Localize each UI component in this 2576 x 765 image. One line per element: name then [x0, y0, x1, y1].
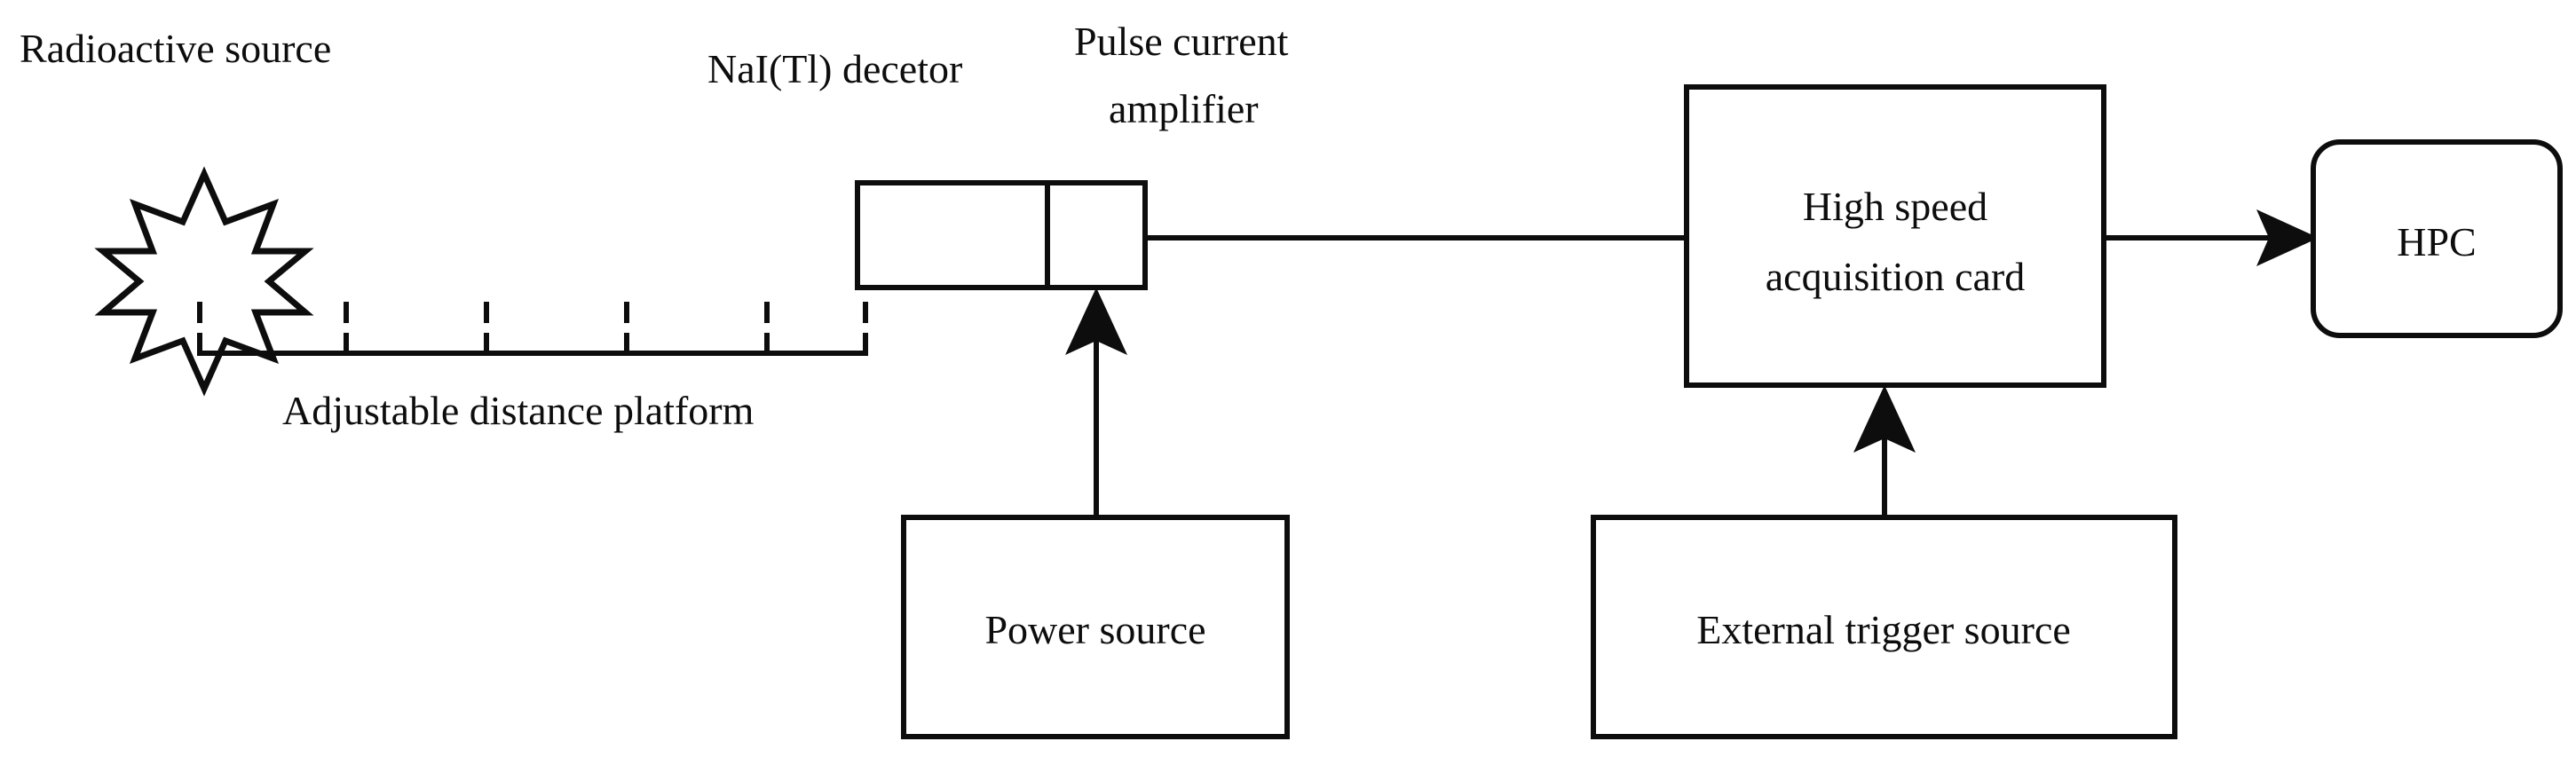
connector-external-trigger-to-acquisition-card — [1853, 385, 1916, 517]
radioactive-source-label: Radioactive source — [20, 26, 331, 71]
hpc-label: HPC — [2397, 219, 2476, 264]
nai-detector-label: NaI(Tl) decetor — [707, 46, 962, 91]
connector-acquisition-card-to-hpc — [2104, 209, 2319, 266]
nai-detector-box[interactable] — [855, 180, 1050, 290]
power-source-label: Power source — [984, 607, 1205, 652]
pulse-current-amplifier-box[interactable] — [1045, 180, 1148, 290]
adjustable-distance-platform-label: Adjustable distance platform — [282, 388, 755, 433]
acquisition-card-label-line2: acquisition card — [1766, 254, 2026, 299]
external-trigger-source-box[interactable]: External trigger source — [1591, 515, 2177, 739]
acquisition-card-label-line1: High speed — [1803, 184, 1987, 229]
radioactive-source-star-icon — [94, 166, 314, 397]
high-speed-acquisition-card-box[interactable]: High speed acquisition card — [1684, 84, 2106, 388]
connector-power-source-to-amplifier — [1065, 288, 1127, 517]
adjustable-distance-platform — [197, 302, 868, 356]
pulse-current-amplifier-label-line1: Pulse current — [1074, 19, 1289, 64]
power-source-box[interactable]: Power source — [901, 515, 1290, 739]
pulse-current-amplifier-label-line2: amplifier — [1109, 86, 1259, 131]
hpc-box[interactable]: HPC — [2311, 139, 2563, 338]
external-trigger-source-label: External trigger source — [1696, 607, 2070, 652]
